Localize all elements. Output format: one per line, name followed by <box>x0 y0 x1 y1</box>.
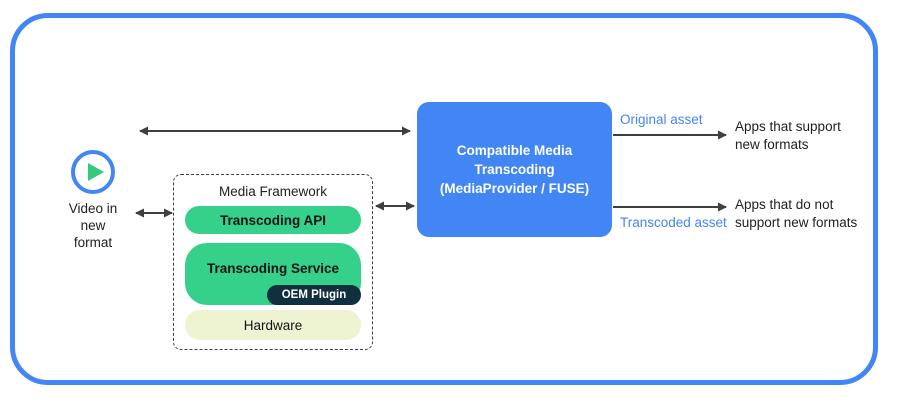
oem-plugin-badge: OEM Plugin <box>267 285 361 305</box>
outer-frame-border <box>10 13 878 385</box>
compatible-media-transcoding-box: Compatible Media Transcoding (MediaProvi… <box>417 102 612 237</box>
layer-transcoding-api: Transcoding API <box>185 206 361 234</box>
media-framework-container <box>173 174 373 350</box>
video-source-label: Video in new format <box>68 201 118 250</box>
target-apps-no-support-new-formats: Apps that do not support new formats <box>735 197 858 230</box>
edge-label-transcoded-asset: Transcoded asset <box>620 215 727 230</box>
target-apps-support-new-formats: Apps that support new formats <box>735 119 841 152</box>
media-framework-title: Media Framework <box>218 184 328 199</box>
edge-label-original-asset: Original asset <box>620 112 703 127</box>
play-triangle-icon <box>88 163 104 181</box>
play-circle-icon <box>71 150 115 194</box>
layer-hardware: Hardware <box>185 310 361 340</box>
